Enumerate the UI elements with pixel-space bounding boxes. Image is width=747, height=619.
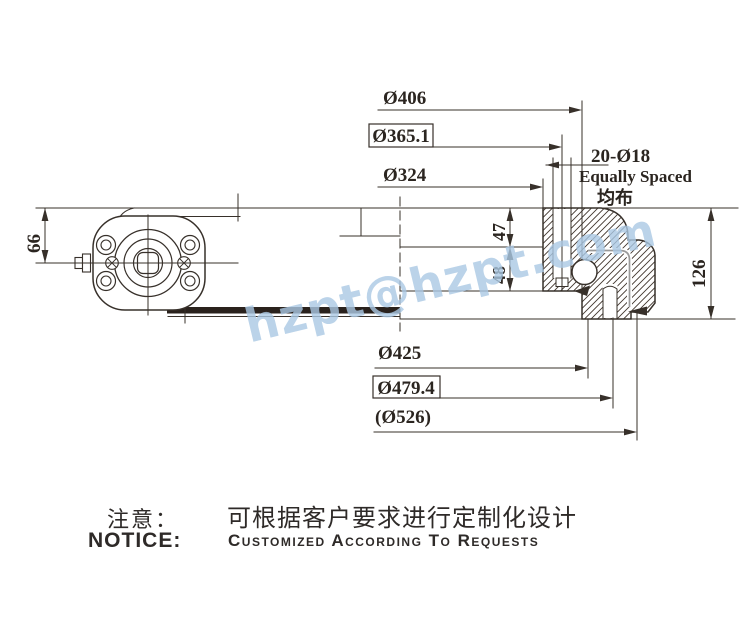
bearing-ball <box>571 258 598 286</box>
bolt-note-en-label: Equally Spaced <box>579 167 692 186</box>
mounting-plate-bar <box>167 307 400 314</box>
dim-box-479 <box>372 375 441 399</box>
seal-mark-left <box>574 285 590 296</box>
dim-365-label: Ø365.1 <box>372 126 430 147</box>
seam-line <box>588 249 631 307</box>
bolt-note-zh-label: 均布 <box>597 187 633 208</box>
dimension-lines <box>44 100 739 441</box>
housing-outline <box>35 193 736 332</box>
notice-zh-text: 可根据客户要求进行定制化设计 <box>227 505 577 532</box>
flange-ear-bolts <box>95 234 201 292</box>
arrowheads <box>41 106 715 436</box>
bolt-hole-bottom-void <box>602 284 618 318</box>
dim-526-label: (Ø526) <box>375 407 431 428</box>
notice-en-text: Customized According To Requests <box>228 531 540 550</box>
dim-324-label: Ø324 <box>383 165 427 186</box>
dim-48-label: 48 <box>489 266 509 284</box>
dim-126-label: 126 <box>689 260 710 289</box>
dimension-labels: Ø406 Ø365.1 Ø324 20-Ø18 Equally Spaced 均… <box>24 88 710 428</box>
bearing-cross-section <box>542 207 656 320</box>
dim-406-label: Ø406 <box>383 88 426 109</box>
notice-zh-label: 注意： <box>107 507 180 532</box>
dim-47-label: 47 <box>489 223 509 241</box>
motor-end-view <box>35 214 239 316</box>
dim-66-label: 66 <box>24 234 45 253</box>
dim-box-365 <box>368 123 434 148</box>
dim-425-label: Ø425 <box>378 343 421 364</box>
notice-en-label: NOTICE: <box>88 529 182 552</box>
dim-479-label: Ø479.4 <box>377 378 435 399</box>
bolt-hole-bottom-outline <box>602 285 618 319</box>
bolt-pattern-label: 20-Ø18 <box>591 146 650 167</box>
